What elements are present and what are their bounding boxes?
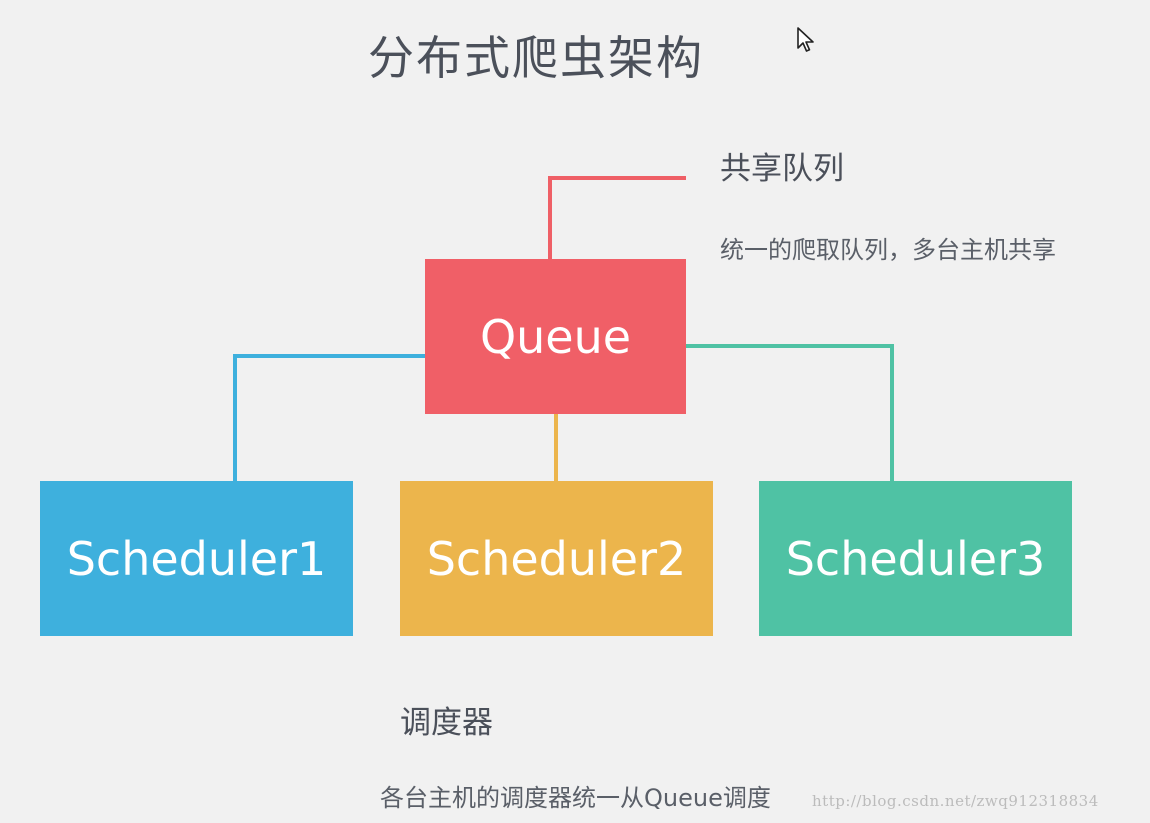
queue-label-connector [548,176,686,259]
scheduler1-connector [233,354,425,481]
shared-queue-description: 统一的爬取队列，多台主机共享 [720,236,1056,264]
scheduler3-box: Scheduler3 [759,481,1072,636]
scheduler1-box: Scheduler1 [40,481,353,636]
scheduler1-label: Scheduler1 [66,531,327,586]
shared-queue-heading: 共享队列 [720,151,844,187]
scheduler-description: 各台主机的调度器统一从Queue调度 [380,784,771,812]
scheduler2-label: Scheduler2 [426,531,687,586]
mouse-pointer-icon [797,27,814,52]
scheduler-heading: 调度器 [400,705,493,741]
scheduler2-box: Scheduler2 [400,481,713,636]
scheduler3-label: Scheduler3 [785,531,1046,586]
scheduler3-connector [686,344,894,481]
watermark: http://blog.csdn.net/zwq912318834 [812,792,1099,810]
queue-box-label: Queue [479,309,632,364]
queue-box: Queue [425,259,686,414]
diagram-title: 分布式爬虫架构 [368,31,704,85]
